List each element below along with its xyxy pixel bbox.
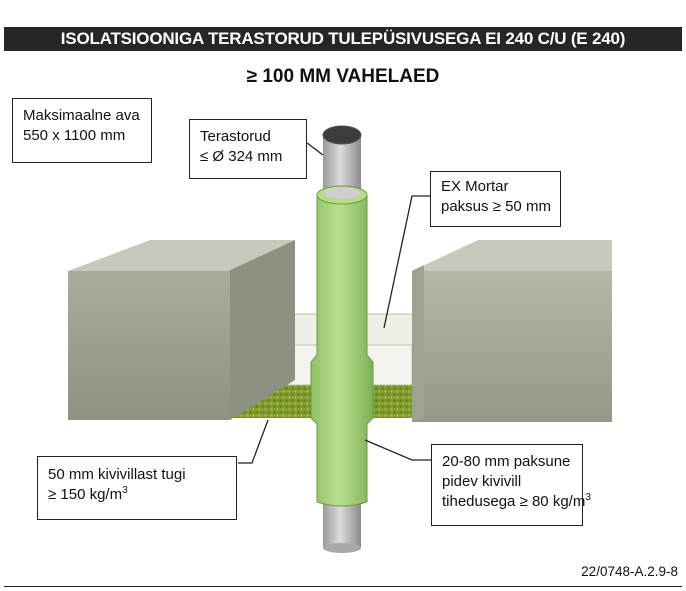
left-block-top xyxy=(68,240,295,271)
steel-pipe-bottom xyxy=(323,500,361,548)
right-block-front xyxy=(412,271,612,422)
pipe-leader-line xyxy=(306,142,324,156)
steel-pipe-label: Terastorud ≤ Ø 324 mm xyxy=(189,119,307,179)
steel-pipe-inner xyxy=(324,187,360,199)
reference-code: 22/0748-A.2.9-8 xyxy=(581,564,678,579)
opening-size-label: Maksimaalne ava 550 x 1100 mm xyxy=(12,98,152,163)
right-block-edge xyxy=(412,265,424,422)
header-bar: ISOLATSIOONIGA TERASTORUD TULEPÜSIVUSEGA… xyxy=(4,27,682,51)
insulation-leader-line xyxy=(364,439,432,461)
mortar-leader-line xyxy=(383,195,430,329)
support-leader-line xyxy=(238,419,269,464)
steel-pipe-top xyxy=(323,135,361,195)
bottom-rule xyxy=(4,586,682,587)
insulation-tube xyxy=(310,194,374,507)
steel-pipe-top-end xyxy=(322,125,362,145)
left-block-side xyxy=(228,240,295,420)
mortar-label: EX Mortar paksus ≥ 50 mm xyxy=(430,171,561,227)
left-block-front xyxy=(68,271,230,420)
right-block-top-face xyxy=(412,240,612,271)
support-label: 50 mm kivivillast tugi ≥ 150 kg/m3 xyxy=(37,456,237,520)
steel-pipe-bottom-end xyxy=(323,543,361,553)
subtitle: ≥ 100 MM VAHELAED xyxy=(246,66,440,87)
insulation-label: 20-80 mm paksune pidev kivivill tiheduse… xyxy=(431,444,591,526)
page-title: ISOLATSIOONIGA TERASTORUD TULEPÜSIVUSEGA… xyxy=(60,29,626,48)
